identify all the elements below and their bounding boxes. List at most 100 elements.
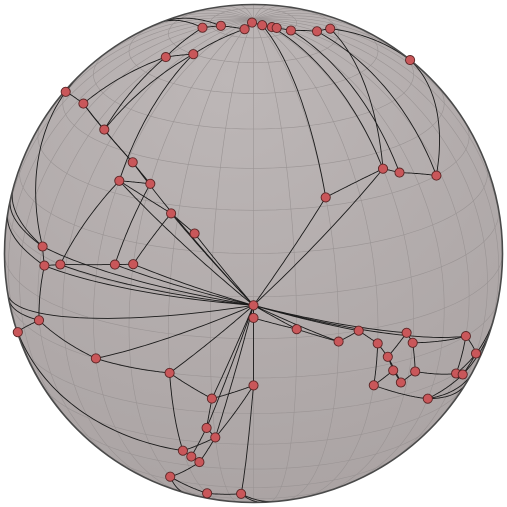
network-node: [127, 157, 138, 168]
network-edge: [427, 374, 464, 400]
network-edge: [182, 436, 216, 452]
network-node: [271, 22, 282, 33]
graticule-parallel: [93, 51, 414, 130]
network-edge: [214, 385, 254, 438]
network-edge: [169, 372, 213, 399]
graticule-meridian: [167, 19, 254, 501]
network-node: [12, 327, 23, 338]
network-edge: [60, 264, 254, 306]
network-node: [394, 167, 405, 178]
graticule-parallel: [128, 24, 379, 94]
graticule-parallel: [109, 456, 398, 488]
network-node: [177, 445, 188, 456]
network-node: [248, 300, 259, 311]
network-edge: [240, 385, 254, 494]
network-node: [197, 22, 208, 33]
network-edge: [114, 183, 151, 265]
network-edge: [95, 357, 170, 374]
network-node: [372, 338, 383, 349]
network-edge: [38, 319, 97, 359]
network-node: [248, 380, 259, 391]
network-edge: [214, 305, 254, 438]
network-node: [325, 23, 336, 34]
network-node: [333, 336, 344, 347]
network-edge: [133, 263, 254, 306]
network-edge: [211, 384, 254, 400]
network-node: [405, 55, 416, 66]
network-edge: [95, 304, 254, 359]
network-node: [382, 351, 393, 362]
network-edge: [103, 56, 167, 130]
network-edge: [194, 233, 254, 306]
network-edge: [9, 199, 43, 247]
network-node: [285, 25, 296, 36]
network-edge: [253, 197, 327, 306]
network-node: [186, 451, 197, 462]
network-edge: [38, 265, 45, 321]
network-edge: [132, 213, 172, 265]
network-edge: [207, 492, 242, 495]
network-edge: [103, 53, 194, 130]
network-edge: [211, 305, 254, 399]
network-edge: [253, 317, 297, 330]
graticule-parallel: [71, 423, 436, 470]
network-edge: [253, 304, 297, 330]
network-edge: [253, 304, 407, 334]
network-node: [431, 170, 442, 181]
network-edge: [296, 328, 339, 343]
network-node: [128, 259, 139, 270]
network-edge: [253, 168, 384, 306]
network-edge: [271, 26, 384, 169]
network-edge: [373, 343, 379, 386]
graticule-meridian: [62, 19, 254, 484]
network-edge: [253, 304, 466, 338]
network-node: [410, 366, 421, 377]
network-node: [248, 312, 259, 323]
network-node: [422, 393, 433, 404]
network-node: [377, 163, 389, 174]
network-node: [257, 20, 268, 31]
network-node: [165, 471, 176, 482]
network-node: [291, 324, 302, 335]
network-node: [407, 337, 418, 348]
network-edge: [165, 27, 203, 58]
graticule-meridian: [253, 19, 414, 493]
network-edge: [114, 264, 254, 306]
network-edge: [170, 213, 195, 234]
network-edge: [7, 214, 45, 266]
network-node: [311, 26, 323, 37]
network-node: [188, 49, 199, 60]
graticule-parallel: [167, 4, 340, 64]
network-node: [201, 422, 212, 433]
graticule-meridian: [253, 19, 445, 484]
network-edge: [387, 332, 407, 358]
network-node: [160, 52, 171, 63]
network-edge: [169, 476, 208, 494]
network-edge: [329, 28, 384, 169]
sphere-outline: [3, 3, 504, 504]
network-node: [90, 353, 101, 364]
network-edge: [206, 305, 254, 429]
network-edge: [17, 332, 183, 452]
graticule-parallel: [62, 84, 445, 169]
network-node: [236, 488, 247, 499]
graticule-meridian: [4, 19, 254, 254]
graticule-parallel: [19, 165, 488, 254]
network-node: [206, 393, 217, 404]
network-node: [78, 98, 89, 109]
node-layer: [12, 17, 482, 499]
network-edge: [193, 28, 245, 55]
graticule-parallel: [44, 388, 463, 445]
network-edge: [59, 180, 120, 265]
network-node: [202, 488, 213, 499]
graticule-meridian: [253, 19, 470, 465]
network-node: [460, 331, 471, 342]
network-node: [37, 241, 48, 252]
graticule-meridian: [253, 19, 500, 363]
network-node: [60, 86, 71, 97]
network-node: [470, 348, 482, 359]
network-edge: [409, 59, 440, 176]
network-node: [39, 260, 50, 271]
